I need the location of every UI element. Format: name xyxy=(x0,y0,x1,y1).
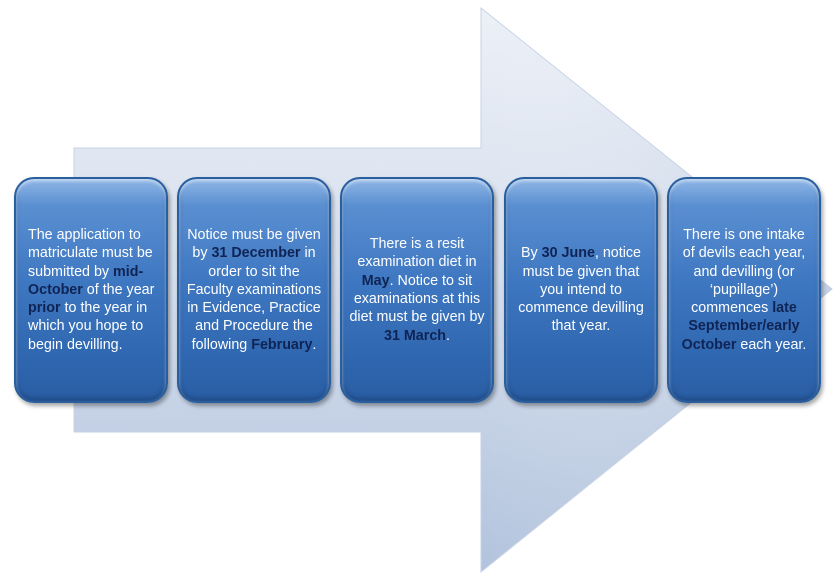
step-text-4: By 30 June, notice must be given that yo… xyxy=(518,245,644,335)
step-text-3: There is a resit examination diet in May… xyxy=(349,236,485,344)
step-box-1: The application to matriculate must be s… xyxy=(14,177,168,403)
step-box-3: There is a resit examination diet in May… xyxy=(340,177,494,403)
step-text-2: Notice must be given by 31 December in o… xyxy=(186,226,322,353)
step-text-5: There is one intake of devils each year,… xyxy=(681,226,807,353)
step-text-1: The application to matriculate must be s… xyxy=(28,226,155,353)
step-box-4: By 30 June, notice must be given that yo… xyxy=(504,177,658,403)
step-box-2: Notice must be given by 31 December in o… xyxy=(177,177,331,403)
step-box-5: There is one intake of devils each year,… xyxy=(667,177,821,403)
